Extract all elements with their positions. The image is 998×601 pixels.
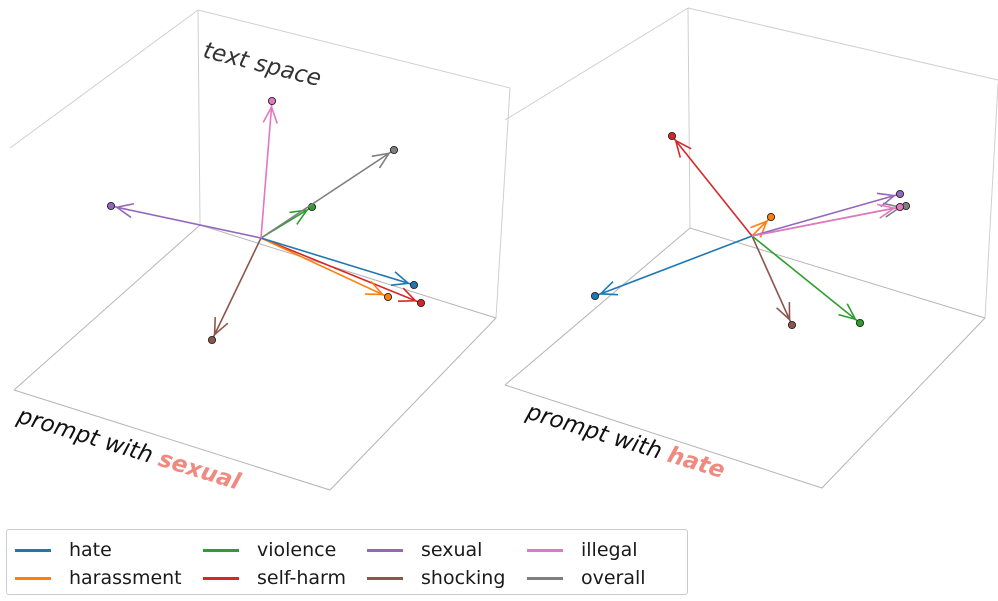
legend-label-shocking: shocking [421,567,506,589]
right-pane-floor-front [504,317,986,489]
right-pane-floor-back [504,227,986,386]
left-arrowhead-harassment [365,280,385,296]
left-endpoint-self-harm [416,298,426,308]
right-arrowhead-violence [838,303,857,321]
legend-item-illegal: illegal [527,538,638,562]
right-vector-illegal [751,206,901,237]
right-pane-vertical-edge [687,7,691,229]
left-pane-floor-front [13,317,497,491]
legend-label-hate: hate [69,539,112,561]
left-arrowhead-hate [390,271,411,287]
right-arrowhead-harassment [750,219,769,238]
left-vector-self-harm [260,237,422,304]
left-3d-axes [9,9,511,491]
left-endpoint-illegal [267,96,277,106]
left-arrowhead-overall [371,152,391,169]
legend-item-violence: violence [203,538,336,562]
right-arrowhead-illegal [876,203,897,219]
left-vector-shocking [211,237,262,341]
left-arrowhead-self-harm [397,287,418,303]
left-vector-sexual [110,205,262,239]
legend-label-sexual: sexual [421,539,483,561]
svg-text:prompt with hate: prompt with hate [522,399,728,484]
right-arrowhead-shocking [776,302,791,322]
right-caption-prefix: prompt with [522,399,672,467]
left-vector-hate [260,237,415,286]
left-endpoint-sexual [106,201,116,211]
legend-swatch-violence [203,548,239,552]
legend-swatch-illegal [527,548,563,552]
left-arrowhead-violence [289,209,309,225]
legend-item-harassment: harassment [15,566,182,590]
left-vector-overall [260,149,395,239]
left-pane-vertical-edge [197,9,201,226]
right-endpoint-violence [855,318,865,328]
right-endpoint-illegal [895,202,905,212]
legend-item-shocking: shocking [367,566,505,590]
right-caption: prompt with hate [522,399,728,484]
text-space-label: text space [201,38,324,92]
right-arrowhead-self-harm [674,139,692,158]
right-vector-shocking [751,235,793,326]
legend-label-harassment: harassment [69,567,182,589]
right-vector-sexual [751,193,901,237]
right-pane-right-edge [984,83,998,319]
right-vector-self-harm [671,135,753,237]
left-endpoint-shocking [207,335,217,345]
left-endpoint-harassment [383,292,393,302]
legend-swatch-self-harm [203,576,239,580]
right-endpoint-self-harm [667,131,677,141]
left-pane-back-top-right [197,9,511,89]
left-arrowhead-shocking [213,317,229,337]
legend-label-self-harm: self-harm [257,567,347,589]
left-caption-prefix: prompt with [13,403,163,471]
legend-label-illegal: illegal [581,539,638,561]
legend-item-sexual: sexual [367,538,482,562]
right-pane-back-top-left [504,7,689,121]
left-pane-right-edge [495,87,511,319]
right-3d-axes [504,7,998,489]
legend-label-overall: overall [581,567,646,589]
legend-item-self-harm: self-harm [203,566,346,590]
legend-swatch-shocking [367,576,403,580]
legend-swatch-sexual [367,548,403,552]
legend-item-hate: hate [15,538,112,562]
right-pane-back-top-right [687,7,998,81]
legend: hate harassment violence self-harm sexua… [6,529,688,595]
right-endpoint-sexual [895,189,905,199]
right-arrowhead-sexual [876,192,897,208]
left-pane-back-top-left [9,9,199,149]
left-arrowhead-illegal [262,104,278,124]
legend-swatch-harassment [15,576,51,580]
left-arrowhead-sexual [114,202,135,219]
left-caption: prompt with sexual [13,403,244,496]
legend-item-overall: overall [527,566,646,590]
left-endpoint-overall [389,145,399,155]
legend-label-violence: violence [257,539,337,561]
left-vector-harassment [260,237,389,298]
right-endpoint-harassment [766,212,776,222]
right-vector-hate [594,235,753,297]
left-vector-illegal [260,100,273,239]
right-caption-keyword: hate [664,442,728,484]
left-vectors [106,96,426,345]
right-endpoint-hate [590,291,600,301]
right-arrowhead-hate [598,281,619,296]
left-caption-keyword: sexual [155,446,244,496]
legend-swatch-hate [15,548,51,552]
right-endpoint-shocking [787,320,797,330]
legend-swatch-overall [527,576,563,580]
right-vectors [590,131,911,330]
svg-text:prompt with sexual: prompt with sexual [13,403,244,496]
right-vector-violence [751,235,861,324]
left-endpoint-hate [409,280,419,290]
